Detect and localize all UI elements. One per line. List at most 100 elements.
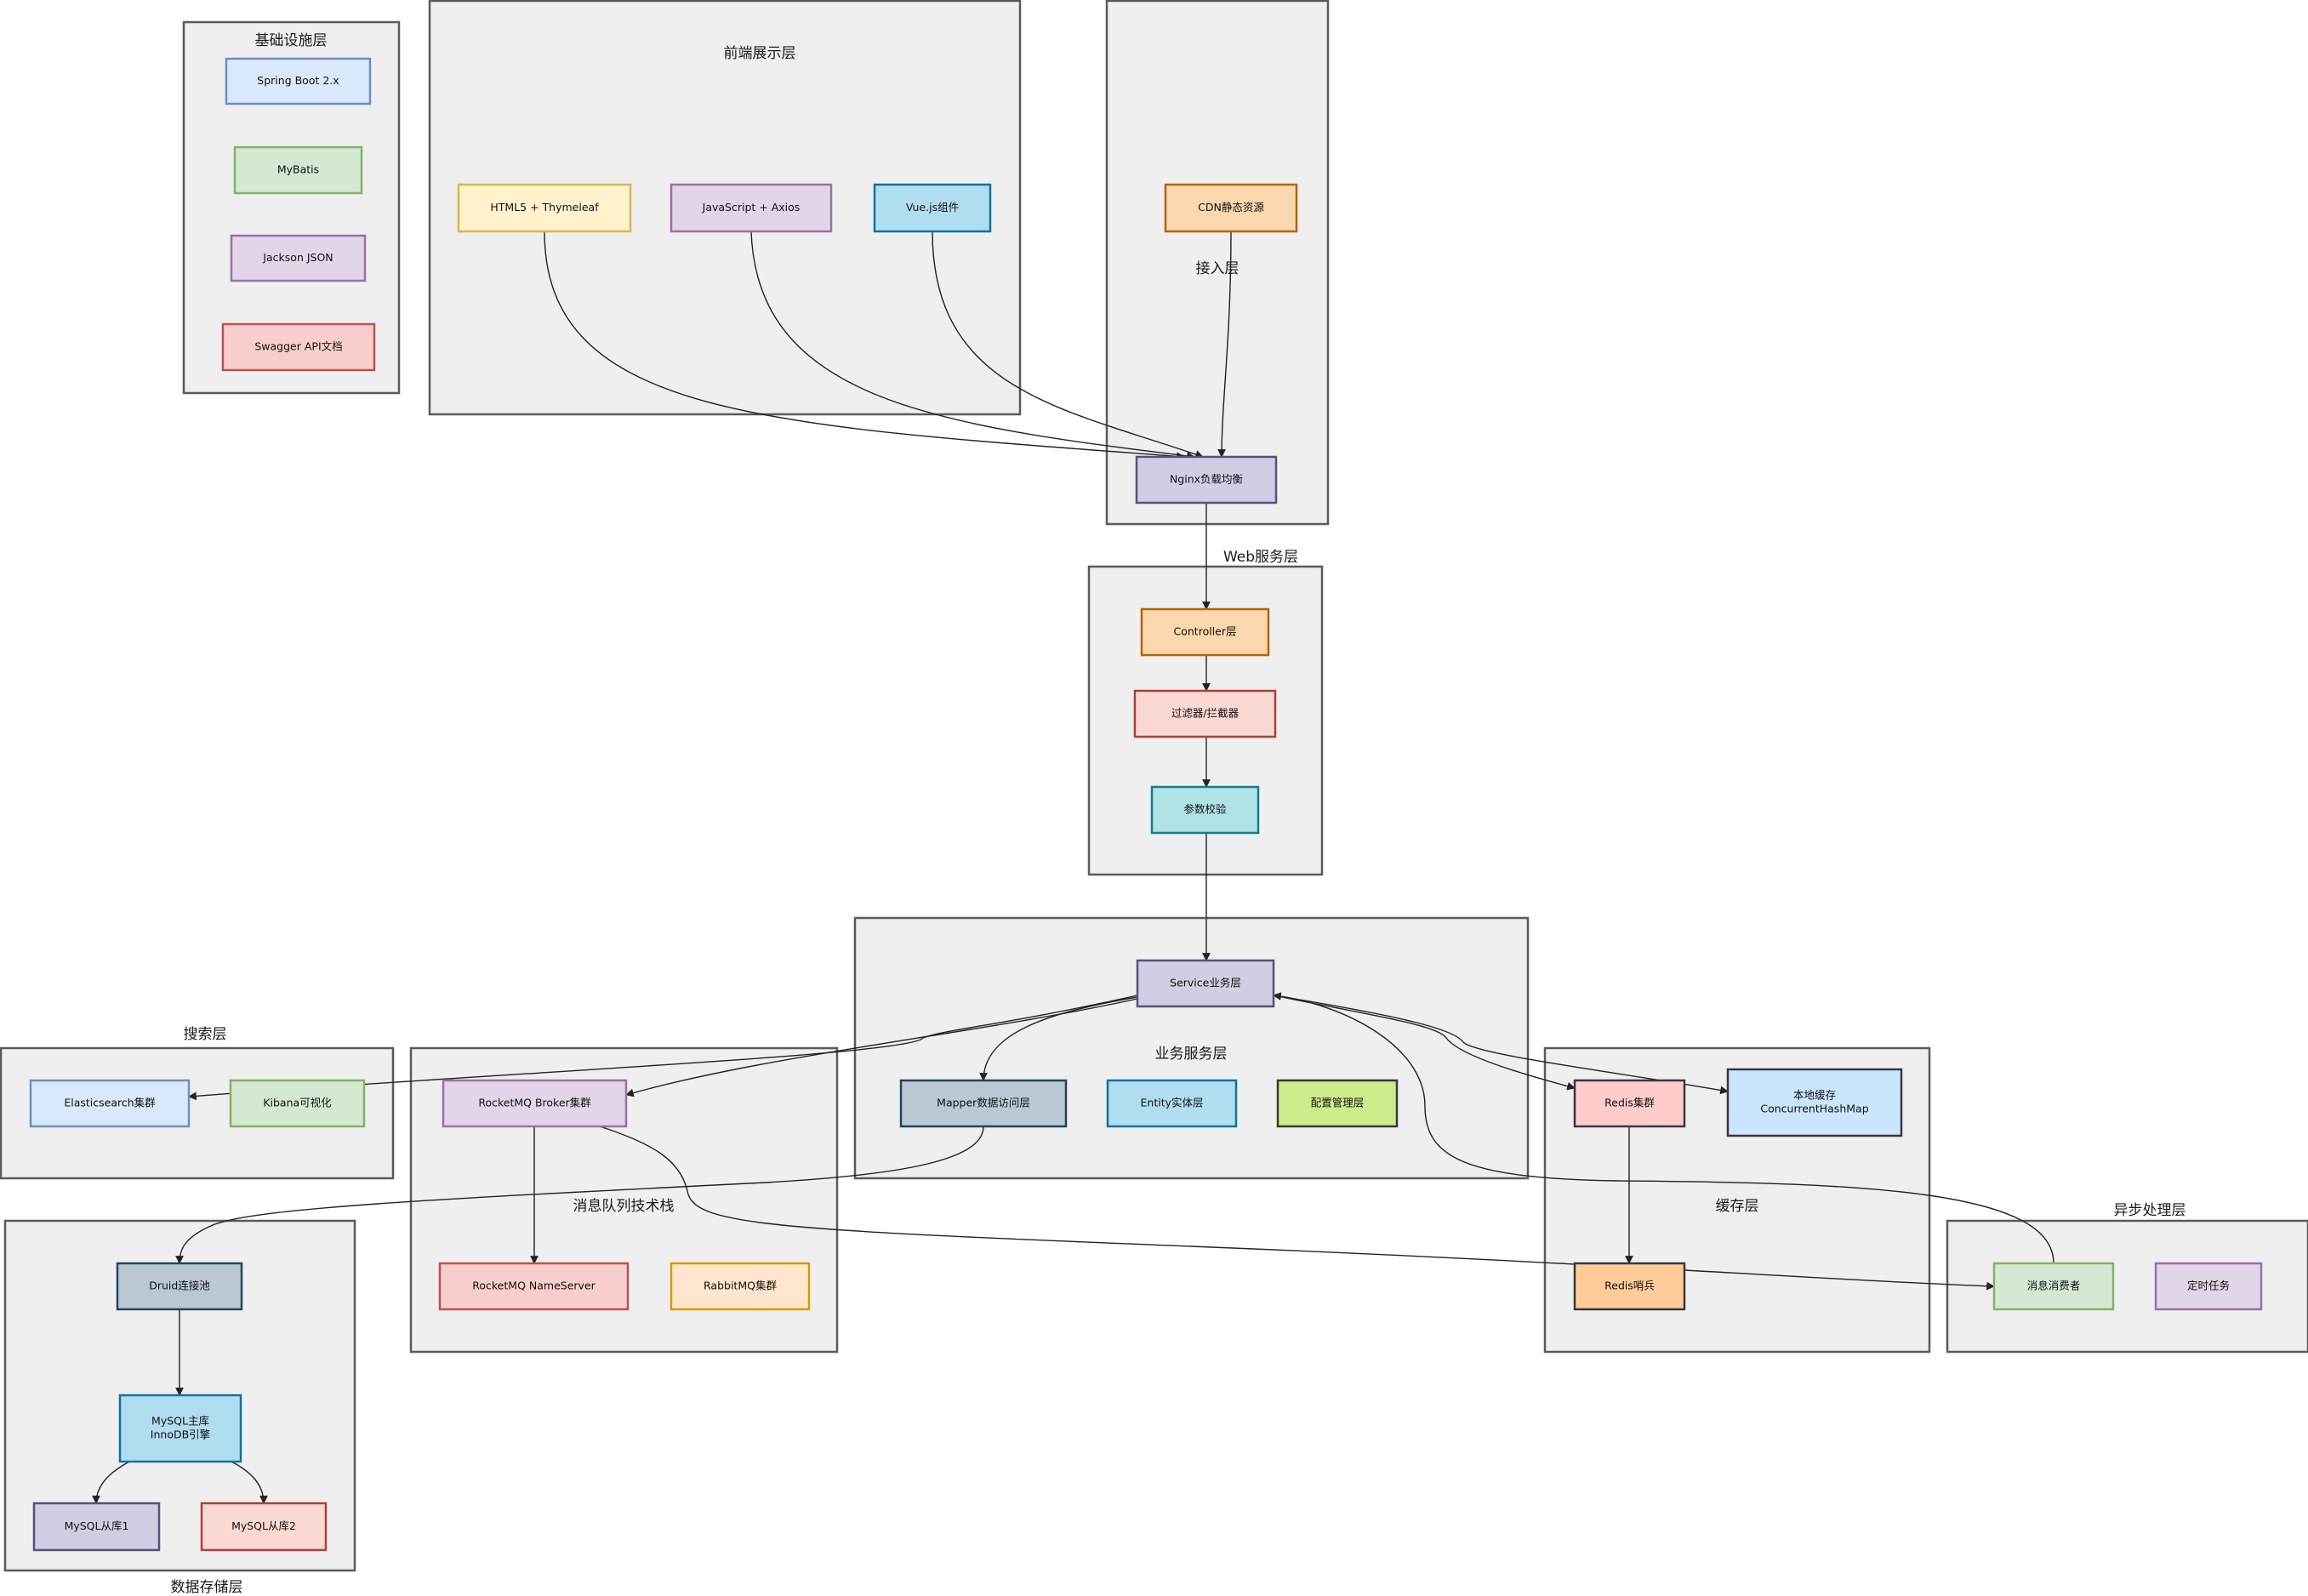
group-label-storage: 数据存储层 [171, 1579, 243, 1596]
group-label-biz: 业务服务层 [1155, 1046, 1228, 1063]
node-controller[interactable]: Controller层 [1140, 607, 1270, 657]
node-label-filter: 过滤器/拦截器 [1171, 707, 1239, 720]
node-redis[interactable]: Redis集群 [1573, 1079, 1686, 1128]
edge-rmqbroker-to-consumer [599, 1126, 1995, 1291]
edge-vue-to-nginx [932, 231, 1204, 459]
node-box-cdn[interactable] [1164, 183, 1298, 233]
node-service[interactable]: Service业务层 [1136, 959, 1275, 1008]
node-box-nginx[interactable] [1135, 455, 1278, 504]
edge-service-to-localcache [1273, 995, 1729, 1095]
node-box-js[interactable] [670, 183, 833, 233]
node-validate[interactable]: 参数校验 [1150, 785, 1260, 835]
node-label-controller: Controller层 [1174, 625, 1237, 638]
node-box-rabbit[interactable] [670, 1262, 811, 1311]
node-box-slave1[interactable] [32, 1502, 161, 1552]
node-label-springboot: Spring Boot 2.x [257, 74, 339, 87]
node-box-es[interactable] [29, 1079, 191, 1128]
edge-service-to-redis [1273, 995, 1576, 1091]
node-box-slave2[interactable] [200, 1502, 328, 1552]
group-label-async: 异步处理层 [2114, 1202, 2186, 1219]
node-html5[interactable]: HTML5 + Thymeleaf [457, 183, 632, 233]
node-es[interactable]: Elasticsearch集群 [29, 1079, 191, 1128]
node-box-rmqbroker[interactable] [442, 1079, 628, 1128]
node-label-rmqbroker: RocketMQ Broker集群 [478, 1097, 591, 1109]
node-rmqbroker[interactable]: RocketMQ Broker集群 [442, 1079, 628, 1128]
node-box-service[interactable] [1136, 959, 1275, 1008]
node-label-jackson: Jackson JSON [262, 251, 333, 264]
node-js[interactable]: JavaScript + Axios [670, 183, 833, 233]
edge-js-to-nginx [750, 231, 1195, 460]
node-box-localcache[interactable] [1726, 1068, 1903, 1137]
node-kibana[interactable]: Kibana可视化 [229, 1079, 366, 1128]
node-druid[interactable]: Druid连接池 [116, 1262, 243, 1311]
node-box-vue[interactable] [873, 183, 992, 233]
node-box-consumer[interactable] [1992, 1262, 2115, 1311]
node-label-slave2: MySQL从库2 [231, 1519, 296, 1532]
node-cron[interactable]: 定时任务 [2154, 1262, 2263, 1311]
node-box-druid[interactable] [116, 1262, 243, 1311]
node-label-config: 配置管理层 [1311, 1097, 1365, 1109]
node-box-mapper[interactable] [899, 1079, 1068, 1128]
node-label-mybatis: MyBatis [277, 163, 319, 176]
group-label-search: 搜索层 [184, 1026, 227, 1043]
edge-layer [92, 231, 2054, 1504]
node-label-redis: Redis集群 [1604, 1097, 1655, 1109]
node-slave1[interactable]: MySQL从库1 [32, 1502, 161, 1552]
node-consumer[interactable]: 消息消费者 [1992, 1262, 2115, 1311]
edge-mysqlmaster-to-slave1 [92, 1461, 130, 1504]
node-label-html5: HTML5 + Thymeleaf [490, 201, 599, 214]
node-rabbit[interactable]: RabbitMQ集群 [670, 1262, 811, 1311]
edge-service-to-rmqbroker [625, 998, 1138, 1097]
node-nginx[interactable]: Nginx负载均衡 [1135, 455, 1278, 504]
node-filter[interactable]: 过滤器/拦截器 [1133, 689, 1277, 738]
node-entity[interactable]: Entity实体层 [1106, 1079, 1238, 1128]
edge-mapper-to-druid [175, 1126, 984, 1264]
node-box-rmqns[interactable] [438, 1262, 630, 1311]
node-box-kibana[interactable] [229, 1079, 366, 1128]
node-box-controller[interactable] [1140, 607, 1270, 657]
node-label-localcache: 本地缓存 [1793, 1089, 1836, 1102]
node-vue[interactable]: Vue.js组件 [873, 183, 992, 233]
node-box-mybatis[interactable] [233, 145, 363, 195]
node-label-service: Service业务层 [1170, 977, 1241, 989]
node-label-mysqlmaster: InnoDB引擎 [151, 1428, 210, 1441]
node-label-es: Elasticsearch集群 [64, 1097, 156, 1109]
edge-consumer-to-service [1273, 992, 2054, 1264]
node-box-config[interactable] [1276, 1079, 1399, 1128]
node-label-vue: Vue.js组件 [906, 201, 959, 214]
node-mybatis[interactable]: MyBatis [233, 145, 363, 195]
node-box-redis[interactable] [1573, 1079, 1686, 1128]
node-springboot[interactable]: Spring Boot 2.x [225, 57, 372, 105]
node-label-cdn: CDN静态资源 [1198, 201, 1264, 214]
node-label-mysqlmaster: MySQL主库 [151, 1415, 209, 1428]
node-box-validate[interactable] [1150, 785, 1260, 835]
node-label-validate: 参数校验 [1183, 803, 1227, 816]
node-label-nginx: Nginx负载均衡 [1170, 473, 1243, 486]
node-label-cron: 定时任务 [2187, 1280, 2230, 1292]
node-slave2[interactable]: MySQL从库2 [200, 1502, 328, 1552]
node-box-filter[interactable] [1133, 689, 1277, 738]
node-box-jackson[interactable] [230, 234, 367, 282]
group-label-access: 接入层 [1196, 260, 1239, 277]
node-mapper[interactable]: Mapper数据访问层 [899, 1079, 1068, 1128]
node-box-sentinel[interactable] [1573, 1262, 1686, 1311]
node-jackson[interactable]: Jackson JSON [230, 234, 367, 282]
node-box-cron[interactable] [2154, 1262, 2263, 1311]
node-swagger[interactable]: Swagger API文档 [221, 322, 376, 372]
node-box-entity[interactable] [1106, 1079, 1238, 1128]
group-biz: 业务服务层 [853, 916, 1530, 1180]
node-box-swagger[interactable] [221, 322, 376, 372]
node-rmqns[interactable]: RocketMQ NameServer [438, 1262, 630, 1311]
node-config[interactable]: 配置管理层 [1276, 1079, 1399, 1128]
node-box-html5[interactable] [457, 183, 632, 233]
node-box-springboot[interactable] [225, 57, 372, 105]
node-box-mysqlmaster[interactable] [118, 1394, 242, 1463]
node-cdn[interactable]: CDN静态资源 [1164, 183, 1298, 233]
node-sentinel[interactable]: Redis哨兵 [1573, 1262, 1686, 1311]
node-label-druid: Druid连接池 [149, 1280, 210, 1292]
edge-mysqlmaster-to-slave2 [231, 1461, 268, 1504]
group-label-cache: 缓存层 [1716, 1198, 1759, 1215]
node-label-mapper: Mapper数据访问层 [937, 1097, 1030, 1109]
